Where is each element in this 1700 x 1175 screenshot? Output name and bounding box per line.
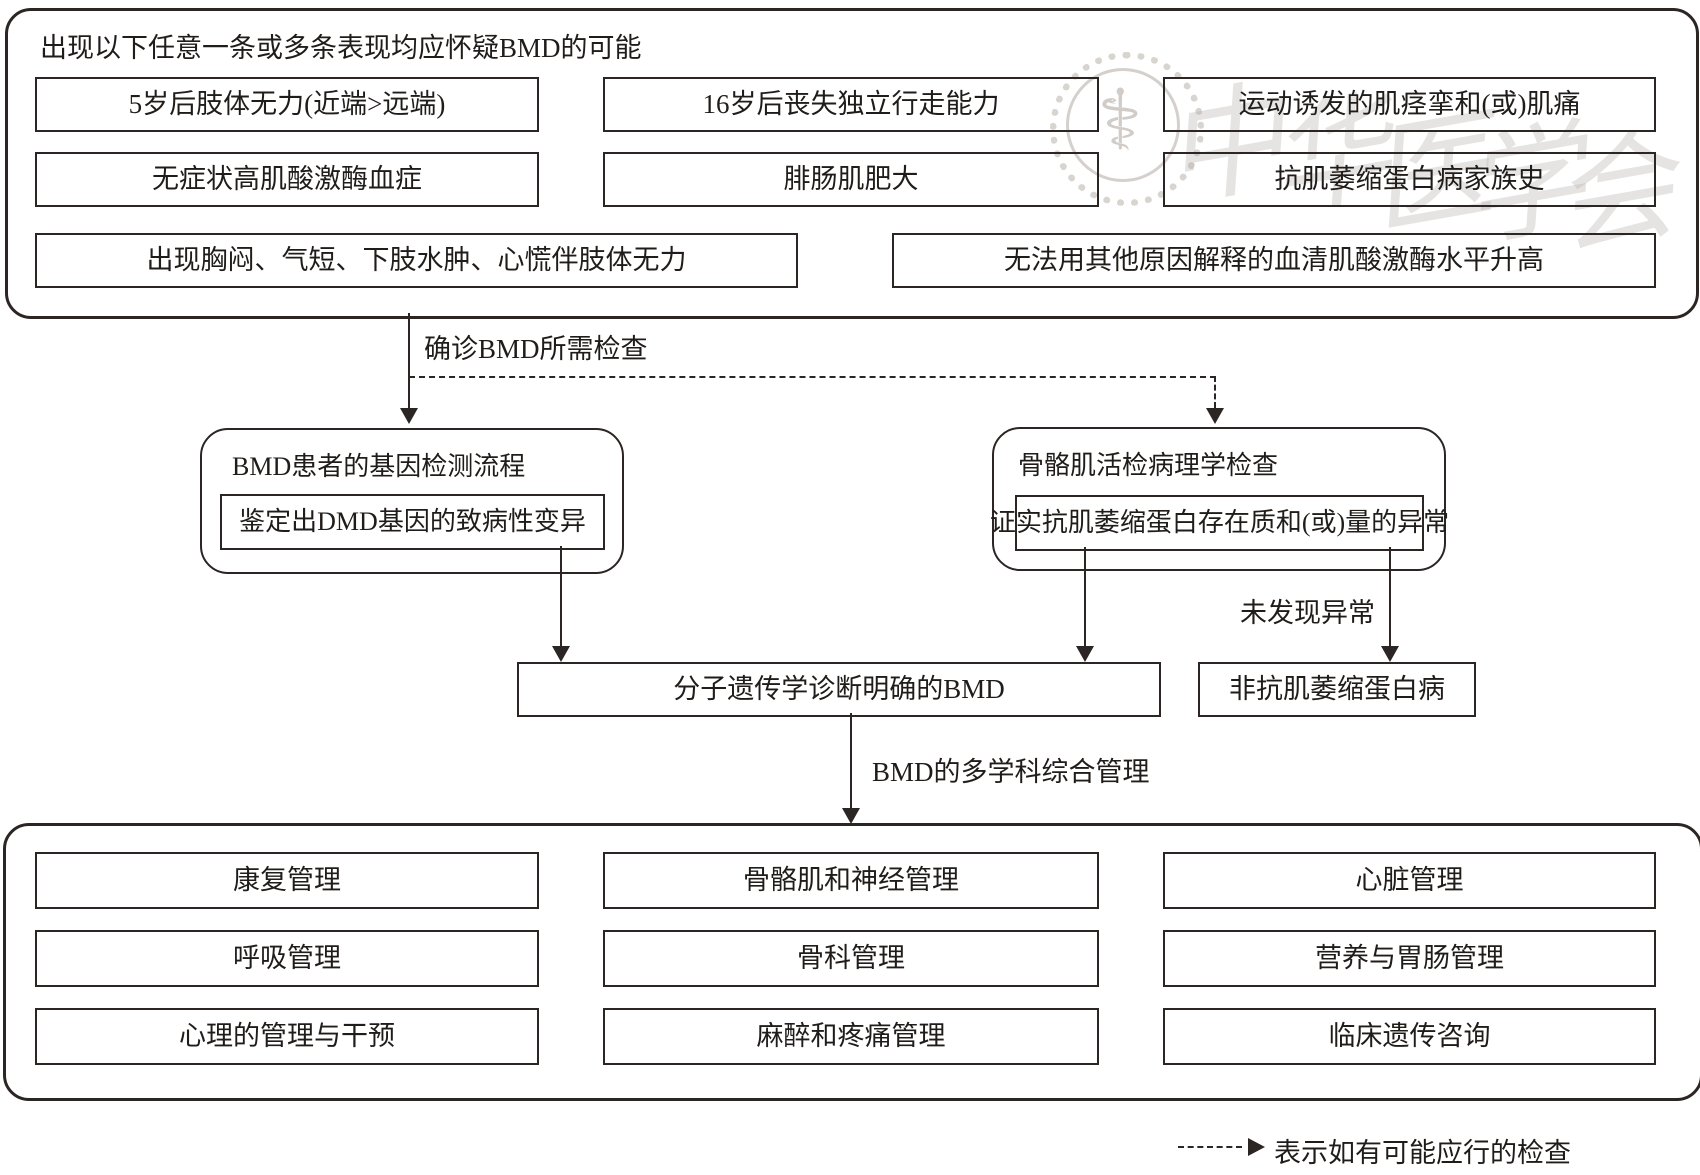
arrow-down-icon [400,408,418,424]
arrow-down-icon [1381,646,1399,662]
arrow-down-icon [842,808,860,824]
dashed-connector-line [1214,376,1216,408]
management-item: 骨科管理 [603,930,1099,987]
legend-dashed-line [1178,1146,1242,1148]
connector-line [850,713,852,809]
non-dystrophinopathy-box: 非抗肌萎缩蛋白病 [1198,662,1476,717]
suspicion-panel-title: 出现以下任意一条或多条表现均应怀疑BMD的可能 [40,33,642,63]
management-item: 临床遗传咨询 [1163,1008,1656,1065]
suspicion-item: 16岁后丧失独立行走能力 [603,77,1099,132]
management-item: 骨骼肌和神经管理 [603,852,1099,909]
management-item: 营养与胃肠管理 [1163,930,1656,987]
management-item: 心脏管理 [1163,852,1656,909]
management-label: BMD的多学科综合管理 [872,757,1150,787]
genetic-testing-title: BMD患者的基因检测流程 [232,452,526,481]
suspicion-panel [5,8,1699,319]
arrow-down-icon [1206,408,1224,424]
management-item: 麻醉和疼痛管理 [603,1008,1099,1065]
suspicion-item: 5岁后肢体无力(近端>远端) [35,77,539,132]
connector-line [1389,547,1391,647]
no-abnormality-label: 未发现异常 [1240,598,1375,628]
management-item: 康复管理 [35,852,539,909]
exam-label: 确诊BMD所需检查 [424,334,648,364]
muscle-biopsy-group [992,427,1446,571]
management-item: 心理的管理与干预 [35,1008,539,1065]
muscle-biopsy-title: 骨骼肌活检病理学检查 [1018,451,1279,480]
suspicion-item: 运动诱发的肌痉挛和(或)肌痛 [1163,77,1656,132]
connector-line [560,546,562,647]
arrow-down-icon [552,646,570,662]
suspicion-item: 无法用其他原因解释的血清肌酸激酶水平升高 [892,233,1656,288]
suspicion-item: 无症状高肌酸激酶血症 [35,152,539,207]
suspicion-item: 出现胸闷、气短、下肢水肿、心慌伴肢体无力 [35,233,798,288]
arrow-down-icon [1076,646,1094,662]
dashed-connector-line [409,376,1216,378]
management-item: 呼吸管理 [35,930,539,987]
connector-line [1084,547,1086,647]
muscle-biopsy-result: 证实抗肌萎缩蛋白存在质和(或)量的异常 [990,495,1449,551]
suspicion-item: 腓肠肌肥大 [603,152,1099,207]
genetic-testing-result: 鉴定出DMD基因的致病性变异 [220,494,605,550]
suspicion-item: 抗肌萎缩蛋白病家族史 [1163,152,1656,207]
confirmed-bmd-box: 分子遗传学诊断明确的BMD [517,662,1161,717]
arrow-right-icon [1248,1138,1265,1156]
genetic-testing-group [200,428,624,574]
legend-text: 表示如有可能应行的检查 [1274,1138,1571,1168]
management-panel [3,823,1700,1101]
connector-line [408,313,410,409]
